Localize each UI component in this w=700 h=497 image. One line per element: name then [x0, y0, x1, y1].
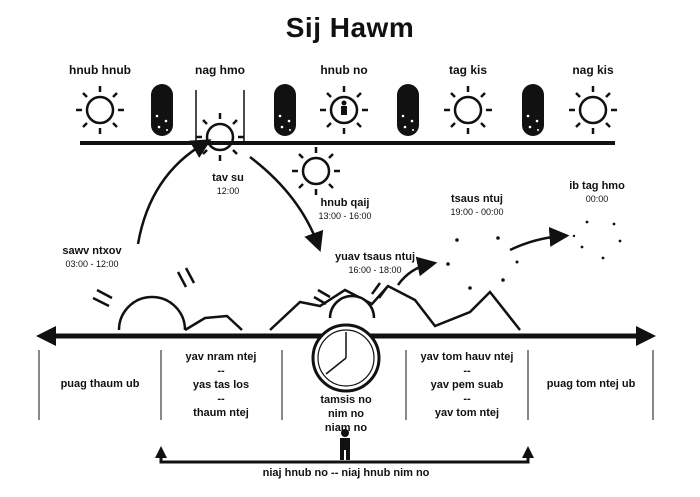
- top-label: nag hmo: [195, 63, 245, 77]
- sun-person-icon: [318, 84, 370, 136]
- sun-icon: [567, 84, 619, 136]
- afternoon-sun-icon: [290, 145, 342, 197]
- arrow-icon: [509, 226, 570, 252]
- moon-icon: [151, 84, 173, 136]
- hill: [184, 314, 243, 332]
- page-title: Sij Hawm: [285, 12, 415, 43]
- sun-icon: [74, 84, 126, 136]
- sun-icon: [442, 84, 494, 136]
- bottom-label: niaj hnub no -- niaj hnub nim no: [262, 467, 430, 479]
- midnight-moon-icon: [572, 220, 622, 260]
- zone-future-far: puag tom ntej ub: [546, 378, 636, 390]
- timeline-right-arrow-icon: [636, 326, 656, 346]
- timeline-left-arrow-icon: [36, 326, 56, 346]
- sunset-icon: [313, 282, 389, 319]
- arrow-icon: [396, 256, 438, 286]
- night-moon-icon: [446, 236, 519, 290]
- moon-icon: [522, 84, 544, 136]
- today-bracket: [159, 458, 530, 464]
- zone-future-near: yav tom hauv ntej-- yav pem suab-- yav t…: [420, 351, 514, 419]
- top-label: hnub no: [320, 63, 368, 77]
- moon-icon: [274, 84, 296, 136]
- top-label: nag kis: [572, 63, 614, 77]
- zone-past-far: puag thaum ub: [60, 378, 140, 390]
- person-icon: [340, 429, 350, 460]
- sunrise-icon: [92, 267, 196, 331]
- noon-sun-icon: [194, 111, 246, 163]
- bracket-arrow-icon: [155, 446, 167, 458]
- top-label: hnub hnub: [69, 63, 131, 77]
- top-label: tag kis: [448, 63, 488, 77]
- clock-icon: [311, 323, 381, 393]
- moon-icon: [397, 84, 419, 136]
- zone-past-near: yav nram ntej-- yas tas los-- thaum ntej: [185, 351, 257, 419]
- arrow-icon: [249, 156, 324, 253]
- arrow-icon: [136, 139, 212, 245]
- bracket-arrow-icon: [522, 446, 534, 458]
- mountains: [269, 284, 521, 331]
